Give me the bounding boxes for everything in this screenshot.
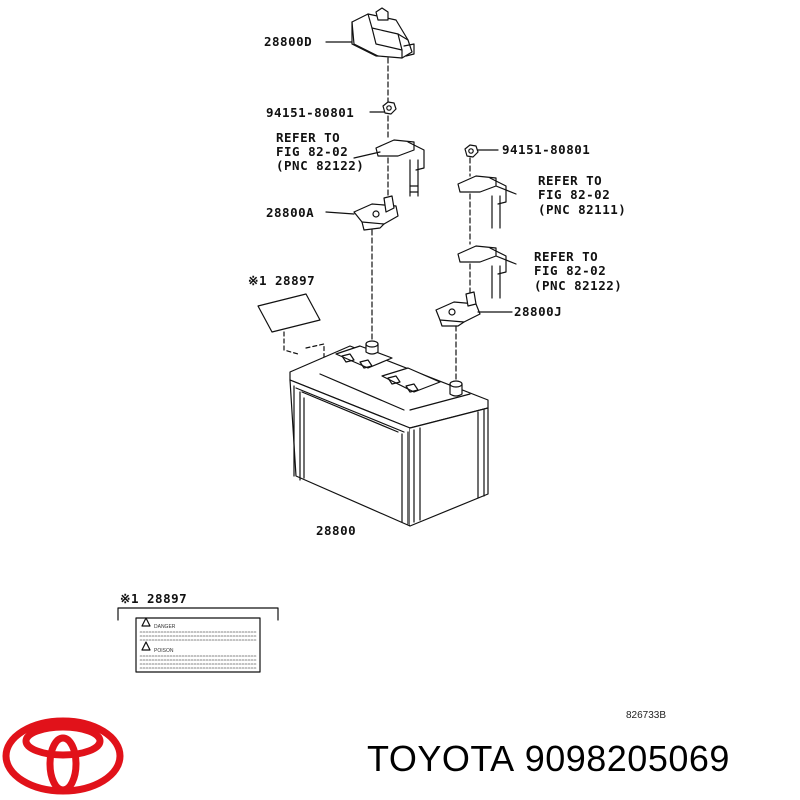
clamp-a-part	[353, 195, 399, 231]
label-clamp-a: 28800A	[266, 205, 314, 220]
bracket-right-upper-part	[457, 175, 507, 229]
label-clamp-j: 28800J	[514, 304, 562, 319]
label-refer-right-b-3: (PNC 82122)	[534, 278, 622, 293]
label-warning-danger: DANGER	[154, 624, 176, 630]
label-drawing-code: 826733B	[626, 710, 666, 721]
label-terminal-cover: 28800D	[264, 34, 312, 49]
battery-part	[289, 340, 489, 527]
label-refer-left-1: REFER TO	[276, 130, 340, 145]
sticker-bottom-part	[117, 607, 279, 673]
label-refer-left-3: (PNC 82122)	[276, 158, 364, 173]
label-nut-right: 94151-80801	[502, 142, 590, 157]
bracket-right-lower-part	[457, 245, 507, 299]
label-refer-right-a-1: REFER TO	[538, 173, 602, 188]
brand-name: TOYOTA	[367, 738, 515, 779]
terminal-cover-part	[351, 7, 415, 59]
part-number: 9098205069	[524, 738, 730, 779]
sticker-top-part	[257, 293, 325, 361]
label-sticker-top: ※1 28897	[248, 273, 315, 288]
label-refer-right-b-1: REFER TO	[534, 249, 598, 264]
label-battery: 28800	[316, 523, 356, 538]
toyota-logo-icon	[2, 717, 124, 795]
nut-right-part	[464, 144, 479, 158]
label-refer-right-b-2: FIG 82-02	[534, 263, 606, 278]
label-refer-right-a-3: (PNC 82111)	[538, 202, 626, 217]
label-sticker-bottom: ※1 28897	[120, 591, 187, 606]
label-warning-poison: POISON	[154, 648, 174, 654]
label-nut-left: 94151-80801	[266, 105, 354, 120]
label-refer-right-a-2: FIG 82-02	[538, 187, 610, 202]
bracket-left-part	[375, 139, 425, 197]
clamp-j-part	[435, 291, 481, 327]
nut-left-part	[382, 101, 397, 115]
label-refer-left-2: FIG 82-02	[276, 144, 348, 159]
